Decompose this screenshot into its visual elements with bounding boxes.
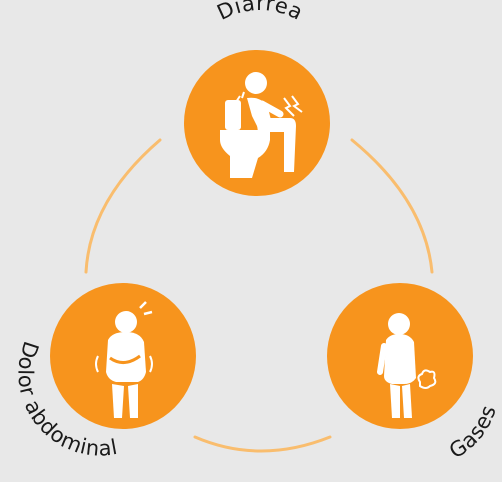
label-diarrea: Diarrea bbox=[213, 0, 307, 25]
person-passing-gas-icon bbox=[377, 313, 437, 418]
node-dolor-abdominal bbox=[50, 283, 196, 429]
connector-bottom bbox=[193, 435, 332, 453]
connector-top-right bbox=[350, 138, 434, 274]
person-holding-stomach-icon bbox=[95, 301, 153, 418]
node-diarrea bbox=[184, 50, 330, 196]
connector-top-left bbox=[84, 138, 162, 274]
node-gases bbox=[327, 283, 473, 429]
person-on-toilet-icon bbox=[220, 72, 303, 178]
label-gases: Gases bbox=[445, 402, 501, 463]
cycle-connectors bbox=[84, 138, 434, 453]
